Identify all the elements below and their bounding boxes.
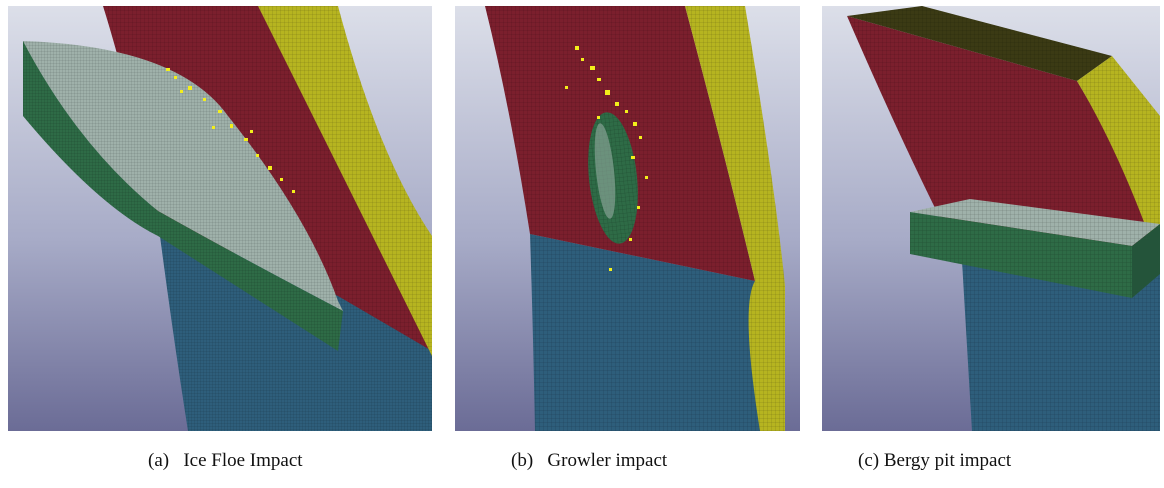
caption-ice-floe-impact: (a) Ice Floe Impact bbox=[148, 450, 303, 471]
growler-impact-render bbox=[455, 6, 800, 431]
caption-growler-impact: (b) Growler impact bbox=[511, 450, 668, 471]
ice-floe-impact-render bbox=[8, 6, 432, 431]
caption-bergy-pit-impact: (c) Bergy pit impact bbox=[858, 450, 1012, 471]
panel-ice-floe-impact-image bbox=[8, 6, 432, 431]
bergy-pit-impact-render bbox=[822, 6, 1160, 431]
panel-growler-impact-image bbox=[455, 6, 800, 431]
panel-bergy-pit-impact-image bbox=[822, 6, 1160, 431]
